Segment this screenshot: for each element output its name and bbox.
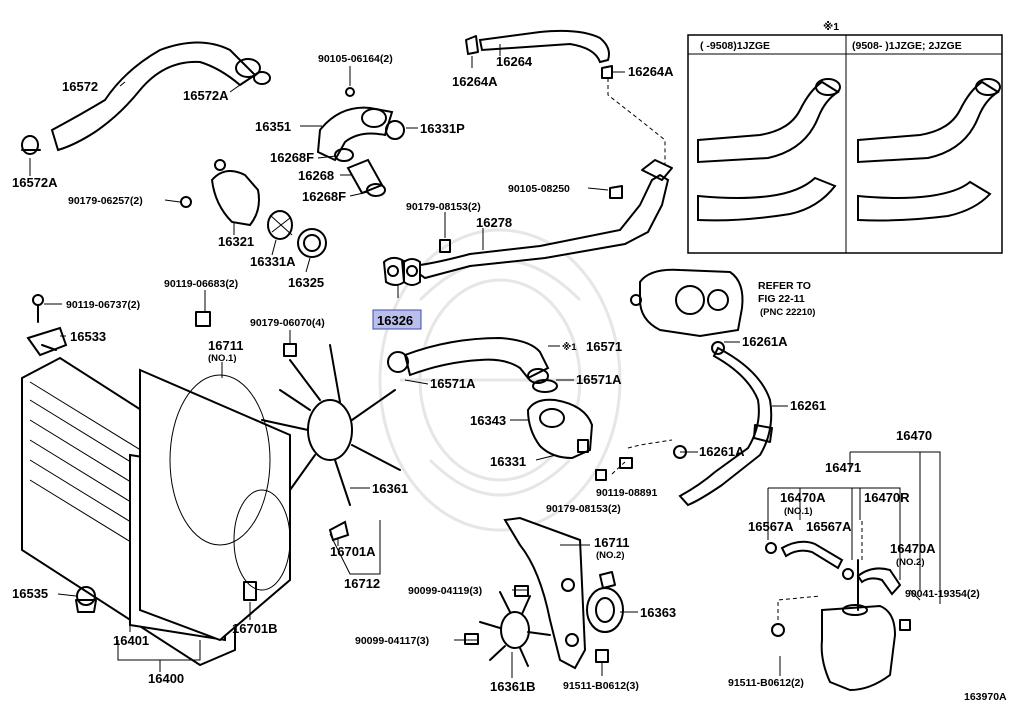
label-16261A-b[interactable]: 16261A xyxy=(699,444,745,459)
water-hose-16261[interactable] xyxy=(673,341,773,507)
label-16268[interactable]: 16268 xyxy=(298,168,334,183)
inset-left-header: ( -9508)1JZGE xyxy=(700,40,770,52)
label-16268F-a[interactable]: 16268F xyxy=(270,150,314,165)
label-16264A-a[interactable]: 16264A xyxy=(452,74,498,89)
bolt-90179-06070[interactable] xyxy=(283,343,297,357)
label-90105-08250[interactable]: 90105-08250 xyxy=(508,183,570,195)
label-90041-19354[interactable]: 90041-19354(2) xyxy=(905,588,980,600)
water-inlet-16343[interactable] xyxy=(526,379,594,460)
label-16701A[interactable]: 16701A xyxy=(330,544,376,559)
label-16470A-b[interactable]: 16470A xyxy=(890,541,936,556)
water-outlet-16351[interactable] xyxy=(316,87,405,197)
label-16331[interactable]: 16331 xyxy=(490,454,526,469)
label-90179-06070[interactable]: 90179-06070(4) xyxy=(250,317,325,329)
label-16701B[interactable]: 16701B xyxy=(232,621,278,636)
label-16712[interactable]: 16712 xyxy=(344,576,380,591)
fan-16361[interactable] xyxy=(261,344,401,542)
label-16572A-top[interactable]: 16572A xyxy=(183,88,229,103)
bypass-hose-16264[interactable] xyxy=(465,29,613,79)
label-16567A-b[interactable]: 16567A xyxy=(806,519,852,534)
reservoir-hoses[interactable] xyxy=(765,540,911,637)
label-16470R[interactable]: 16470R xyxy=(864,490,910,505)
label-16361B[interactable]: 16361B xyxy=(490,679,536,694)
label-16711-top[interactable]: 16711 xyxy=(208,338,243,353)
label-16572A-left[interactable]: 16572A xyxy=(12,175,58,190)
label-90179-08153-top[interactable]: 90179-08153(2) xyxy=(406,201,481,213)
label-16321[interactable]: 16321 xyxy=(218,234,254,249)
bolt-90119-06683[interactable] xyxy=(195,311,211,327)
label-16711-bot-sub: (NO.2) xyxy=(596,550,625,561)
label-90119-08891[interactable]: 90119-08891 xyxy=(596,487,657,499)
throttle-body[interactable] xyxy=(630,268,744,338)
part-labels: 16572 16572A 16572A 90105-06164(2) 16351… xyxy=(12,53,1007,703)
label-16471[interactable]: 16471 xyxy=(825,460,861,475)
label-90099-04117[interactable]: 90099-04117(3) xyxy=(355,635,429,647)
thermostat-housing-16321[interactable] xyxy=(180,159,327,258)
label-16351[interactable]: 16351 xyxy=(255,119,291,134)
bolt-90119-06737[interactable] xyxy=(32,294,44,323)
label-16470A-a-sub: (NO.1) xyxy=(784,506,813,517)
label-16401[interactable]: 16401 xyxy=(113,633,149,648)
label-16261A-a[interactable]: 16261A xyxy=(742,334,788,349)
label-16571-mark: ※1 xyxy=(562,342,577,353)
reserve-tank-16470[interactable] xyxy=(820,559,897,692)
label-16535[interactable]: 16535 xyxy=(12,586,48,601)
label-16571A-a[interactable]: 16571A xyxy=(430,376,476,391)
inset-right-header: (9508- )1JZGE; 2JZGE xyxy=(852,40,962,52)
label-16533[interactable]: 16533 xyxy=(70,329,106,344)
label-16264[interactable]: 16264 xyxy=(496,54,533,69)
shroud-16711-no2[interactable] xyxy=(503,516,587,670)
refer-note-line2[interactable]: FIG 22-11 xyxy=(758,293,805,305)
label-16400[interactable]: 16400 xyxy=(148,671,184,686)
label-16571A-b[interactable]: 16571A xyxy=(576,372,622,387)
leader-lines xyxy=(29,44,941,678)
bracket-16533[interactable] xyxy=(26,326,68,357)
label-90179-08153-bot[interactable]: 90179-08153(2) xyxy=(546,503,621,515)
label-16470A-a[interactable]: 16470A xyxy=(780,490,826,505)
label-16363[interactable]: 16363 xyxy=(640,605,676,620)
figure-number: 163970A xyxy=(964,691,1007,703)
inset-marker: ※1 xyxy=(823,21,839,33)
highlight-16326 xyxy=(372,309,422,330)
fan-motor-16363[interactable] xyxy=(586,571,624,633)
label-16261[interactable]: 16261 xyxy=(790,398,826,413)
label-16571[interactable]: 16571 xyxy=(586,339,622,354)
label-16572[interactable]: 16572 xyxy=(62,79,98,94)
lower-radiator-hose-16571[interactable] xyxy=(387,336,550,384)
label-16361[interactable]: 16361 xyxy=(372,481,408,496)
label-90119-06737[interactable]: 90119-06737(2) xyxy=(66,299,140,311)
label-90179-06257[interactable]: 90179-06257(2) xyxy=(68,195,143,207)
label-16343[interactable]: 16343 xyxy=(470,413,506,428)
label-16470[interactable]: 16470 xyxy=(896,428,932,443)
label-90099-04119[interactable]: 90099-04119(3) xyxy=(408,585,482,597)
label-91511-B0612-b[interactable]: 91511-B0612(2) xyxy=(728,677,804,689)
label-16325[interactable]: 16325 xyxy=(288,275,324,290)
fan-16361B[interactable] xyxy=(479,591,551,667)
refer-note-line1: REFER TO xyxy=(758,280,811,292)
upper-radiator-hose[interactable] xyxy=(21,41,271,155)
label-16331P[interactable]: 16331P xyxy=(420,121,465,136)
fan-shroud-16711[interactable] xyxy=(139,368,291,642)
label-16567A-a[interactable]: 16567A xyxy=(748,519,794,534)
label-16470A-b-sub: (NO.2) xyxy=(896,557,925,568)
label-16326[interactable]: 16326 xyxy=(377,313,413,328)
label-16264A-b[interactable]: 16264A xyxy=(628,64,674,79)
gasket-16326[interactable] xyxy=(382,256,421,286)
label-90119-06683[interactable]: 90119-06683(2) xyxy=(164,278,238,290)
label-16711-bot[interactable]: 16711 xyxy=(594,535,629,550)
label-90105-06164[interactable]: 90105-06164(2) xyxy=(318,53,393,65)
water-bypass-pipe-16278[interactable] xyxy=(399,159,673,280)
inset-box: ※1 ( -9508)1JZGE (9508- )1JZGE; 2JZGE xyxy=(687,21,1003,254)
label-16331A[interactable]: 16331A xyxy=(250,254,296,269)
label-16278[interactable]: 16278 xyxy=(476,215,512,230)
label-91511-B0612-a[interactable]: 91511-B0612(3) xyxy=(563,680,639,692)
label-16711-top-sub: (NO.1) xyxy=(208,353,237,364)
refer-note-line3: (PNC 22210) xyxy=(760,307,815,318)
label-16268F-b[interactable]: 16268F xyxy=(302,189,346,204)
bolts-lower[interactable] xyxy=(243,457,633,663)
